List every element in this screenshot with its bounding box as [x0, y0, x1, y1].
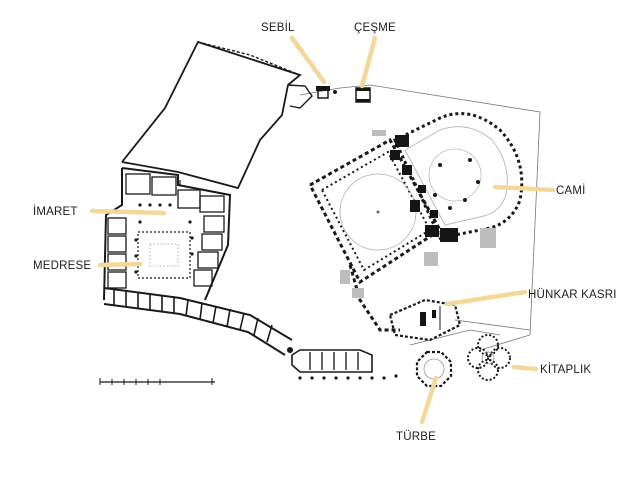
cesme-structure	[355, 87, 371, 103]
label-cesme: ÇEŞME	[354, 22, 396, 34]
garden-enclosure	[121, 40, 313, 190]
pointer-cami	[492, 184, 556, 193]
kitaplik-structure	[467, 334, 511, 381]
pointer-kitaplik	[511, 364, 539, 372]
label-cami: CAMİ	[556, 184, 586, 197]
hunkar-kasri-structure	[388, 298, 462, 342]
label-imaret: İMARET	[33, 205, 78, 218]
mosque-courtyard	[308, 137, 442, 332]
pointer-medrese	[97, 261, 143, 268]
cell-row	[103, 287, 398, 380]
pointer-sebil	[289, 35, 327, 85]
label-medrese: MEDRESE	[33, 260, 91, 272]
pointer-hunkar-kasri	[444, 289, 528, 307]
pointer-cesme	[359, 35, 378, 89]
label-kitaplik: KİTAPLIK	[540, 363, 591, 376]
label-turbe: TÜRBE	[396, 431, 436, 443]
label-sebil: SEBİL	[261, 21, 295, 34]
imaret-medrese-complex	[103, 167, 232, 301]
mosque-prayer-hall	[372, 112, 524, 266]
label-hunkar-kasri: HÜNKAR KASRI	[528, 289, 617, 301]
pointer-imaret	[89, 208, 167, 216]
scale-bar	[99, 378, 215, 385]
labels: SEBİL ÇEŞME İMARET MEDRESE CAMİ HÜNKAR K…	[33, 21, 617, 443]
sebil-structure	[316, 86, 337, 99]
label-pointers	[89, 35, 556, 425]
pointer-turbe	[419, 375, 439, 425]
